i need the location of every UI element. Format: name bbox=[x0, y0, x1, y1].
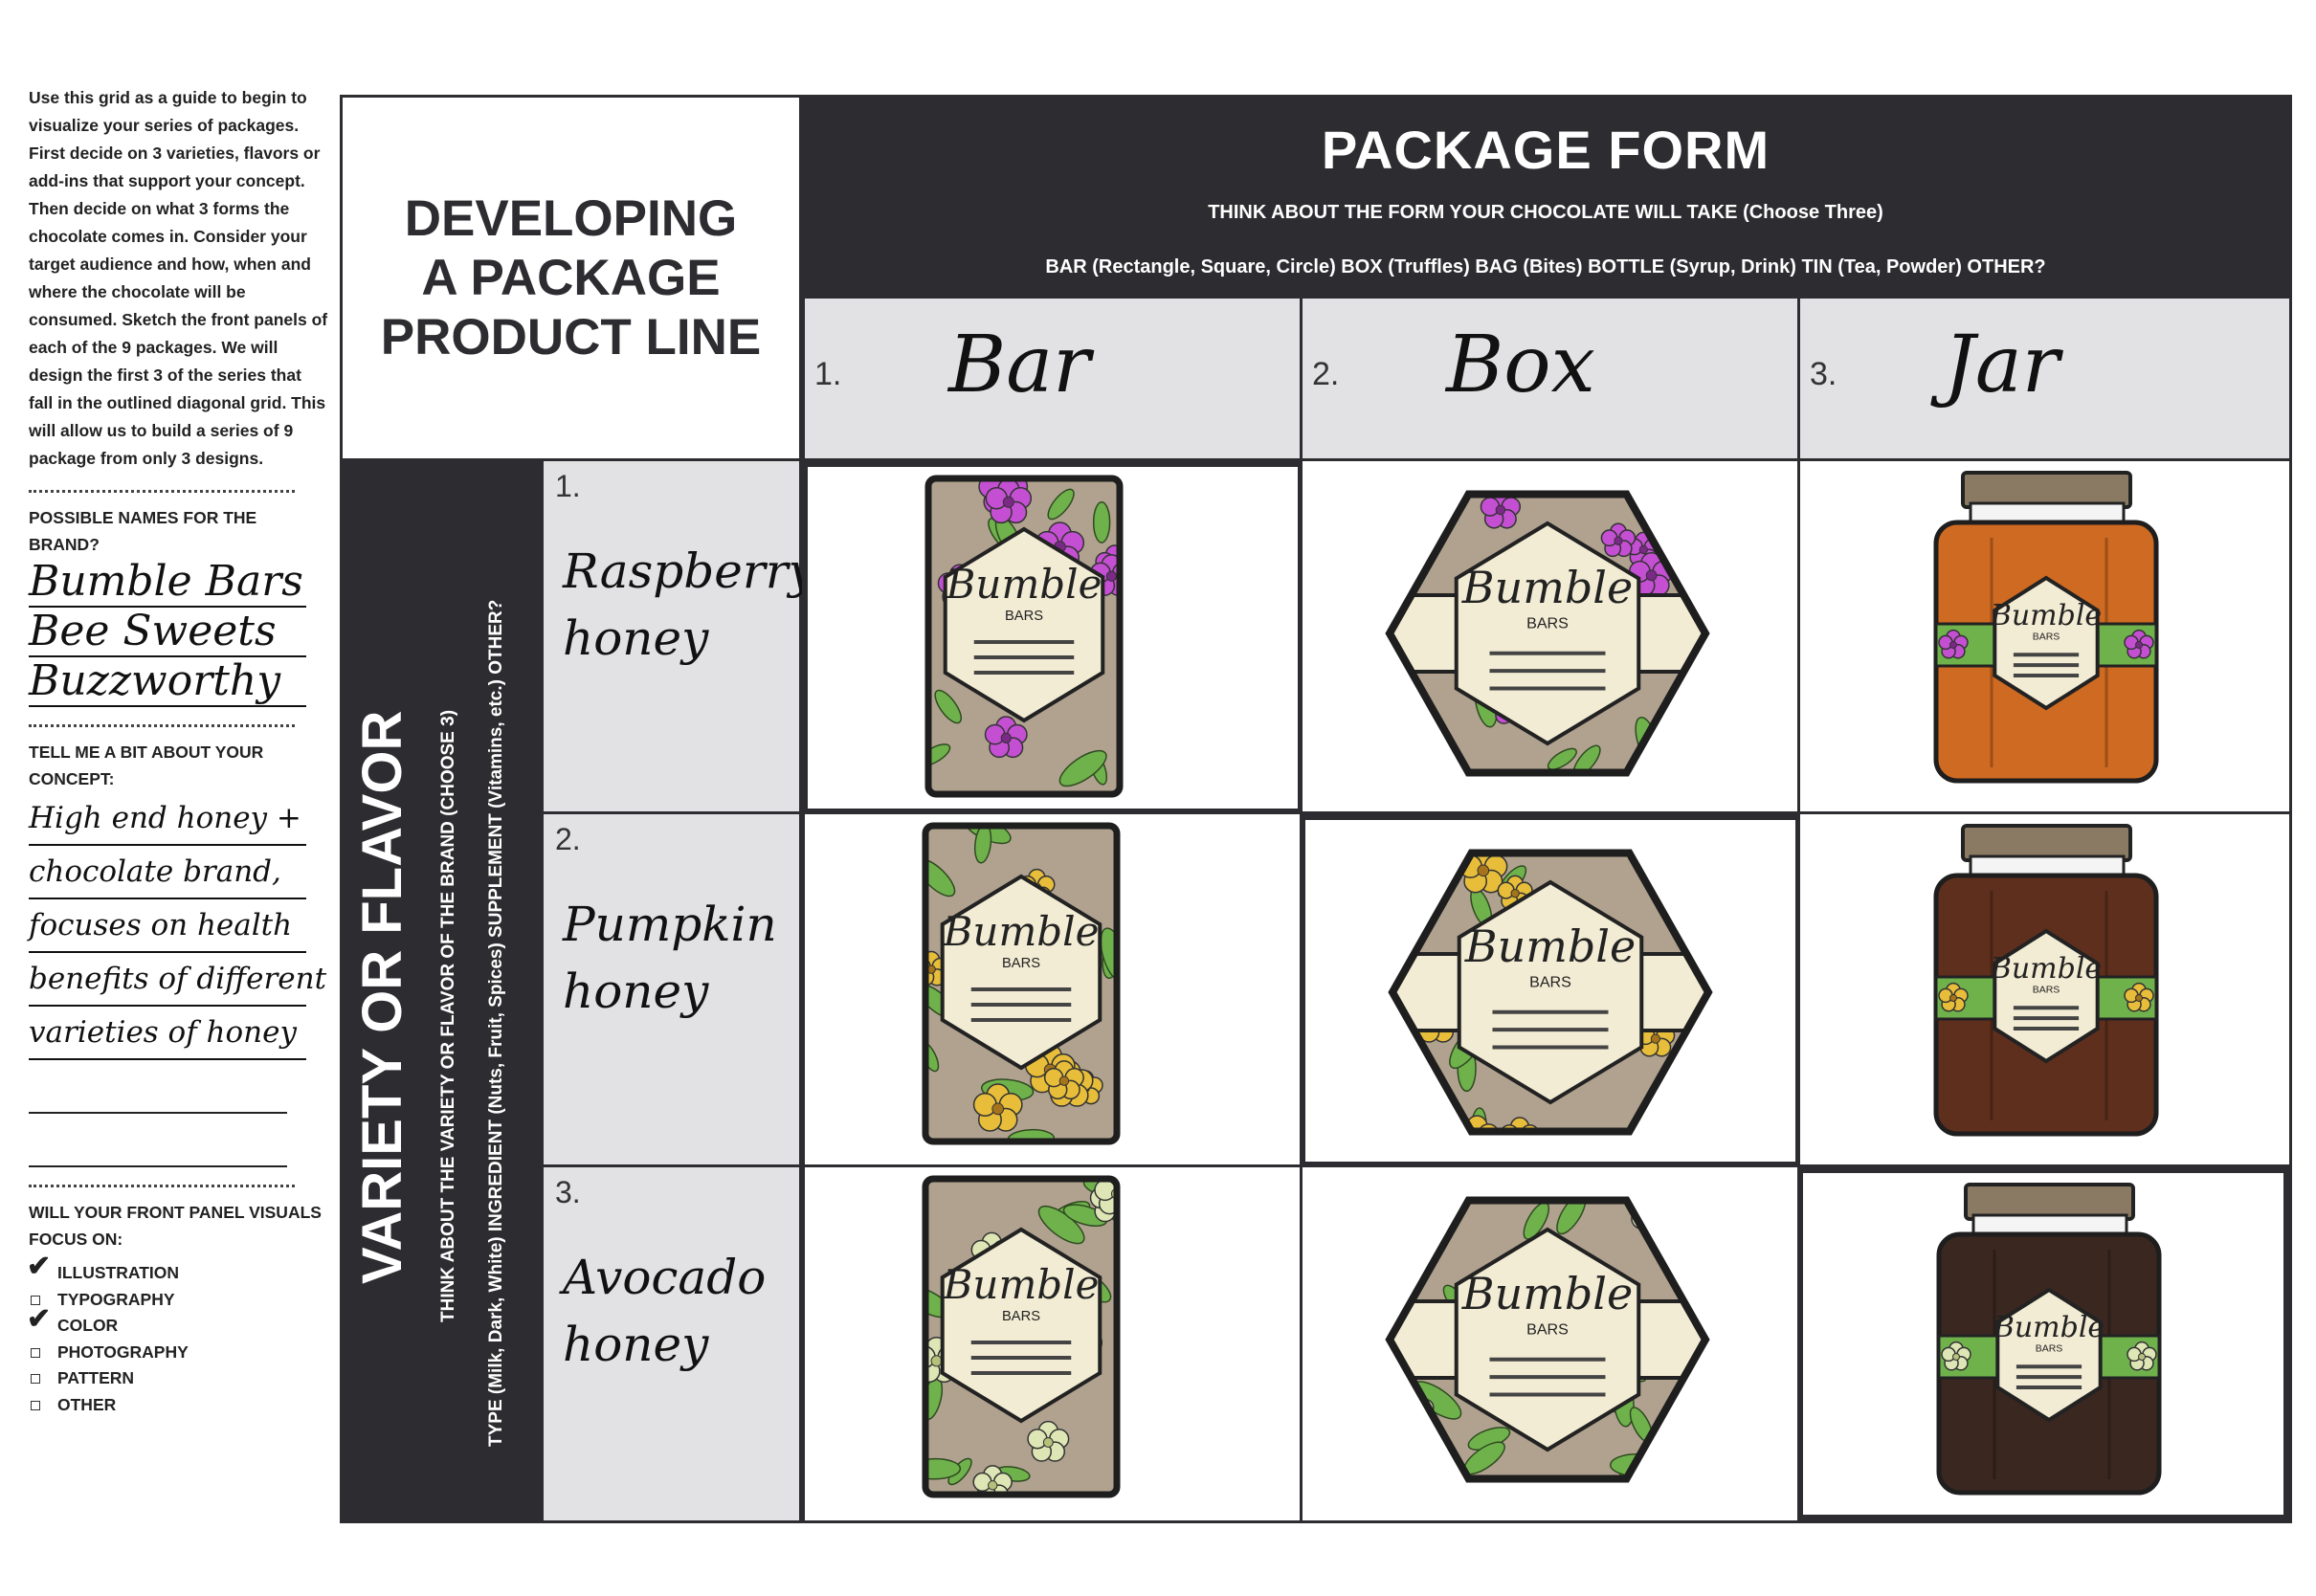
check-icon: ✔ bbox=[27, 1303, 52, 1335]
blank-line bbox=[29, 1114, 287, 1167]
brand-sub-text: BARS bbox=[2033, 985, 2060, 996]
focus-option-photography[interactable]: PHOTOGRAPHY bbox=[29, 1340, 330, 1366]
brand-logo-text: Bumble bbox=[943, 1261, 1100, 1308]
focus-label: WILL YOUR FRONT PANEL VISUALS FOCUS ON: bbox=[29, 1203, 322, 1249]
brand-logo-text: Bumble bbox=[1993, 1311, 2104, 1344]
focus-option-illustration[interactable]: ✔ILLUSTRATION bbox=[27, 1251, 180, 1283]
brand-sub-text: BARS bbox=[1529, 973, 1571, 990]
concept-section: TELL ME A BIT ABOUT YOUR CONCEPT: High e… bbox=[29, 739, 330, 1167]
brand-sub-text: BARS bbox=[1526, 1320, 1569, 1338]
package-form-title: PACKAGE FORM bbox=[1321, 120, 1770, 180]
names-label: POSSIBLE NAMES FOR THE BRAND? bbox=[29, 508, 257, 554]
focus-option-typography[interactable]: TYPOGRAPHY bbox=[29, 1287, 330, 1314]
focus-checklist: ✔ILLUSTRATION TYPOGRAPHY✔COLOR PHOTOGRAPHY… bbox=[27, 1251, 330, 1419]
package-form-options: BAR (Rectangle, Square, Circle) BOX (Tru… bbox=[1045, 256, 2046, 277]
column-header-1: 1. Bar bbox=[802, 299, 1303, 461]
concept-line-4: benefits of different bbox=[29, 953, 326, 1007]
brand-logo-text: Bumble bbox=[1990, 952, 2102, 986]
package-form-subtitle: THINK ABOUT THE FORM YOUR CHOCOLATE WILL… bbox=[1208, 202, 1883, 223]
brand-logo-text: Bumble bbox=[1461, 1268, 1633, 1319]
column-value: Jar bbox=[1944, 320, 2060, 410]
divider bbox=[29, 490, 295, 493]
title-cell: DEVELOPING A PACKAGE PRODUCT LINE bbox=[343, 98, 802, 461]
variety-header: VARIETY OR FLAVOR THINK ABOUT THE VARIET… bbox=[343, 461, 544, 1520]
brand-name-2: Bee Sweets bbox=[29, 608, 306, 657]
variety-subtitle: THINK ABOUT THE VARIETY OR FLAVOR OF THE… bbox=[438, 709, 458, 1322]
product-grid: DEVELOPING A PACKAGE PRODUCT LINE PACKAG… bbox=[340, 95, 2292, 1523]
instructions-text: Use this grid as a guide to begin to vis… bbox=[29, 88, 328, 468]
checkbox-icon bbox=[31, 1400, 40, 1410]
focus-option-other[interactable]: OTHER bbox=[29, 1392, 330, 1419]
concept-line-3: focuses on health bbox=[29, 899, 306, 953]
checkbox-icon bbox=[31, 1347, 40, 1358]
package-form-header: PACKAGE FORM THINK ABOUT THE FORM YOUR C… bbox=[802, 98, 2289, 299]
column-header-3: 3. Jar bbox=[1797, 299, 2289, 461]
brand-sub-text: BARS bbox=[2033, 632, 2060, 643]
divider bbox=[29, 1185, 295, 1187]
column-value: Bar bbox=[948, 320, 1091, 410]
column-value: Box bbox=[1446, 320, 1595, 410]
brand-logo-text: Bumble bbox=[946, 561, 1102, 608]
brand-sub-text: BARS bbox=[1526, 614, 1569, 632]
brand-logo-text: Bumble bbox=[1461, 562, 1633, 613]
blank-line bbox=[29, 1060, 287, 1114]
check-icon: ✔ bbox=[27, 1251, 52, 1282]
brand-name-1: Bumble Bars bbox=[29, 558, 306, 608]
divider bbox=[29, 724, 295, 727]
checkbox-icon bbox=[31, 1295, 40, 1305]
page-title: DEVELOPING A PACKAGE PRODUCT LINE bbox=[380, 189, 762, 366]
focus-option-color[interactable]: ✔COLOR bbox=[27, 1303, 119, 1336]
brand-sub-text: BARS bbox=[1005, 609, 1043, 624]
brand-sub-text: BARS bbox=[1002, 956, 1040, 971]
variety-options: TYPE (Milk, Dark, White) INGREDIENT (Nut… bbox=[486, 599, 506, 1447]
column-header-2: 2. Box bbox=[1300, 299, 1801, 461]
concept-line-1: High end honey + bbox=[29, 792, 306, 846]
brand-logo-text: Bumble bbox=[1990, 599, 2102, 632]
concept-label: TELL ME A BIT ABOUT YOUR CONCEPT: bbox=[29, 743, 264, 788]
checkbox-icon bbox=[31, 1374, 40, 1384]
brand-sub-text: BARS bbox=[1002, 1309, 1040, 1324]
focus-section: WILL YOUR FRONT PANEL VISUALS FOCUS ON: … bbox=[27, 1199, 330, 1419]
brand-name-3: Buzzworthy bbox=[29, 657, 306, 707]
brand-logo-text: Bumble bbox=[1464, 920, 1636, 972]
concept-line-2: chocolate brand, bbox=[29, 846, 306, 899]
concept-line-5: varieties of honey bbox=[29, 1007, 306, 1060]
names-section: POSSIBLE NAMES FOR THE BRAND? Bumble Bar… bbox=[29, 504, 330, 707]
brand-logo-text: Bumble bbox=[943, 908, 1100, 955]
instructions-panel: Use this grid as a guide to begin to vis… bbox=[27, 84, 330, 1419]
variety-title: VARIETY OR FLAVOR bbox=[351, 710, 413, 1284]
focus-option-pattern[interactable]: PATTERN bbox=[29, 1365, 330, 1392]
brand-sub-text: BARS bbox=[2036, 1343, 2063, 1355]
